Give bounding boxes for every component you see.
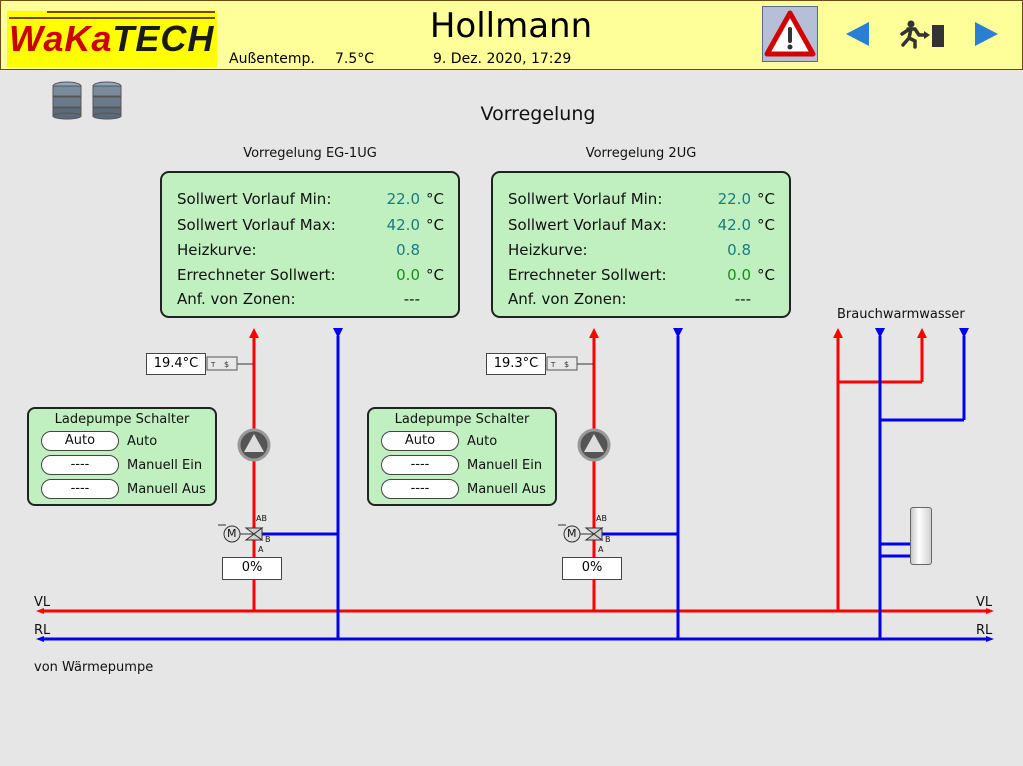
header-bar: WaKaTECH Außentemp. 7.5°C 9. Dez. 2020, … bbox=[0, 0, 1023, 70]
warning-triangle-icon bbox=[764, 10, 816, 57]
pump-switch-box: Ladepumpe Schalter Auto Auto ---- Manuel… bbox=[27, 407, 217, 506]
setpoint-max-label: Sollwert Vorlauf Max: bbox=[177, 216, 336, 234]
pump-manual-off-button[interactable]: ---- bbox=[41, 479, 119, 499]
zone-demand-value: --- bbox=[734, 290, 751, 308]
panel-heading: Vorregelung EG-1UG bbox=[243, 146, 377, 161]
svg-text:$: $ bbox=[564, 360, 569, 369]
valve-position-readout: 0% bbox=[222, 557, 282, 580]
pump-switch-title: Ladepumpe Schalter bbox=[394, 412, 530, 427]
svg-text:$: $ bbox=[224, 360, 229, 369]
valve-port-b: B bbox=[605, 535, 611, 544]
circuit1-valve-icon bbox=[218, 524, 264, 543]
setpoint-min-value[interactable]: 22.0 bbox=[386, 190, 420, 208]
circuit2-valve-icon bbox=[558, 524, 604, 543]
svg-text:T: T bbox=[210, 361, 216, 369]
unit-label: °C bbox=[757, 216, 775, 234]
pump-auto-label: Auto bbox=[467, 434, 498, 449]
pump-manual-on-button[interactable]: ---- bbox=[41, 455, 119, 475]
motor-label: M bbox=[227, 527, 237, 540]
pump-switch-title: Ladepumpe Schalter bbox=[54, 412, 190, 427]
rl-label-left: RL bbox=[34, 623, 51, 638]
pump-auto-label: Auto bbox=[127, 434, 158, 449]
valve-port-a: A bbox=[258, 545, 264, 554]
database-icons[interactable] bbox=[50, 80, 130, 120]
logo-text: WaKaTECH bbox=[9, 18, 215, 59]
valve-port-ab: AB bbox=[256, 514, 267, 523]
vl-label-left: VL bbox=[34, 595, 51, 610]
unit-label: °C bbox=[757, 266, 775, 284]
dhw-label: Brauchwarmwasser bbox=[837, 307, 965, 322]
heating-curve-value[interactable]: 0.8 bbox=[727, 241, 751, 259]
zone-demand-value: --- bbox=[403, 290, 420, 308]
dhw-tank bbox=[910, 507, 932, 565]
circuit2-pump-icon bbox=[577, 428, 611, 462]
pump-auto-button[interactable]: Auto bbox=[41, 431, 119, 451]
source-label: von Wärmepumpe bbox=[34, 660, 154, 675]
app-title: Hollmann bbox=[429, 6, 593, 46]
calc-setpoint-value: 0.0 bbox=[396, 266, 420, 284]
pump-switch-box: Ladepumpe Schalter Auto Auto ---- Manuel… bbox=[367, 407, 557, 506]
pump-manual-off-label: Manuell Aus bbox=[127, 482, 206, 497]
unit-label: °C bbox=[426, 266, 444, 284]
outside-temp-value: 7.5°C bbox=[335, 51, 375, 67]
pump-manual-on-label: Manuell Ein bbox=[127, 458, 203, 473]
pump-auto-button[interactable]: Auto bbox=[381, 431, 459, 451]
wakatech-logo: WaKaTECH bbox=[7, 11, 217, 67]
setpoint-min-value[interactable]: 22.0 bbox=[717, 190, 751, 208]
pump-manual-on-label: Manuell Ein bbox=[467, 458, 543, 473]
datetime: 9. Dez. 2020, 17:29 bbox=[433, 51, 572, 67]
setpoint-min-label: Sollwert Vorlauf Min: bbox=[508, 190, 663, 208]
zone-demand-label: Anf. von Zonen: bbox=[177, 290, 296, 308]
logo-stripe bbox=[47, 11, 215, 13]
setpoint-max-value[interactable]: 42.0 bbox=[386, 216, 420, 234]
circuit1-pump-icon bbox=[237, 428, 271, 462]
valve-port-b: B bbox=[265, 535, 271, 544]
control-panel: Sollwert Vorlauf Min: 22.0 °C Sollwert V… bbox=[160, 171, 460, 318]
calc-setpoint-label: Errechneter Sollwert: bbox=[508, 266, 667, 284]
page-title: Vorregelung bbox=[480, 103, 596, 125]
setpoint-max-label: Sollwert Vorlauf Max: bbox=[508, 216, 667, 234]
setpoint-min-label: Sollwert Vorlauf Min: bbox=[177, 190, 332, 208]
logo-stripe bbox=[9, 17, 215, 19]
pump-manual-on-button[interactable]: ---- bbox=[381, 455, 459, 475]
pump-manual-off-button[interactable]: ---- bbox=[381, 479, 459, 499]
heating-curve-value[interactable]: 0.8 bbox=[396, 241, 420, 259]
svg-text:T: T bbox=[550, 361, 556, 369]
unit-label: °C bbox=[426, 190, 444, 208]
alarm-button[interactable] bbox=[762, 6, 818, 62]
zone-demand-label: Anf. von Zonen: bbox=[508, 290, 627, 308]
unit-label: °C bbox=[757, 190, 775, 208]
circuit2-temp-sensor-icon: T $ bbox=[546, 356, 578, 371]
vl-label-right: VL bbox=[976, 595, 993, 610]
calc-setpoint-value: 0.0 bbox=[727, 266, 751, 284]
heating-curve-label: Heizkurve: bbox=[177, 241, 257, 259]
pump-manual-off-label: Manuell Aus bbox=[467, 482, 546, 497]
exit-door-icon[interactable] bbox=[897, 19, 949, 49]
valve-port-a: A bbox=[598, 545, 604, 554]
valve-port-ab: AB bbox=[596, 514, 607, 523]
supply-temp-reading: 19.4°C bbox=[146, 353, 206, 375]
arrow-left-icon[interactable] bbox=[843, 19, 873, 49]
outside-temp-label: Außentemp. bbox=[229, 51, 315, 67]
motor-label: M bbox=[567, 527, 577, 540]
heating-curve-label: Heizkurve: bbox=[508, 241, 588, 259]
database-icon bbox=[52, 81, 122, 120]
calc-setpoint-label: Errechneter Sollwert: bbox=[177, 266, 336, 284]
valve-position-readout: 0% bbox=[562, 557, 622, 580]
supply-temp-reading: 19.3°C bbox=[486, 353, 546, 375]
control-panel: Sollwert Vorlauf Min: 22.0 °C Sollwert V… bbox=[491, 171, 791, 318]
rl-label-right: RL bbox=[976, 623, 993, 638]
setpoint-max-value[interactable]: 42.0 bbox=[717, 216, 751, 234]
panel-heading: Vorregelung 2UG bbox=[585, 146, 697, 161]
arrow-right-icon[interactable] bbox=[971, 19, 1001, 49]
circuit1-temp-sensor-icon: T $ bbox=[206, 356, 238, 371]
unit-label: °C bbox=[426, 216, 444, 234]
